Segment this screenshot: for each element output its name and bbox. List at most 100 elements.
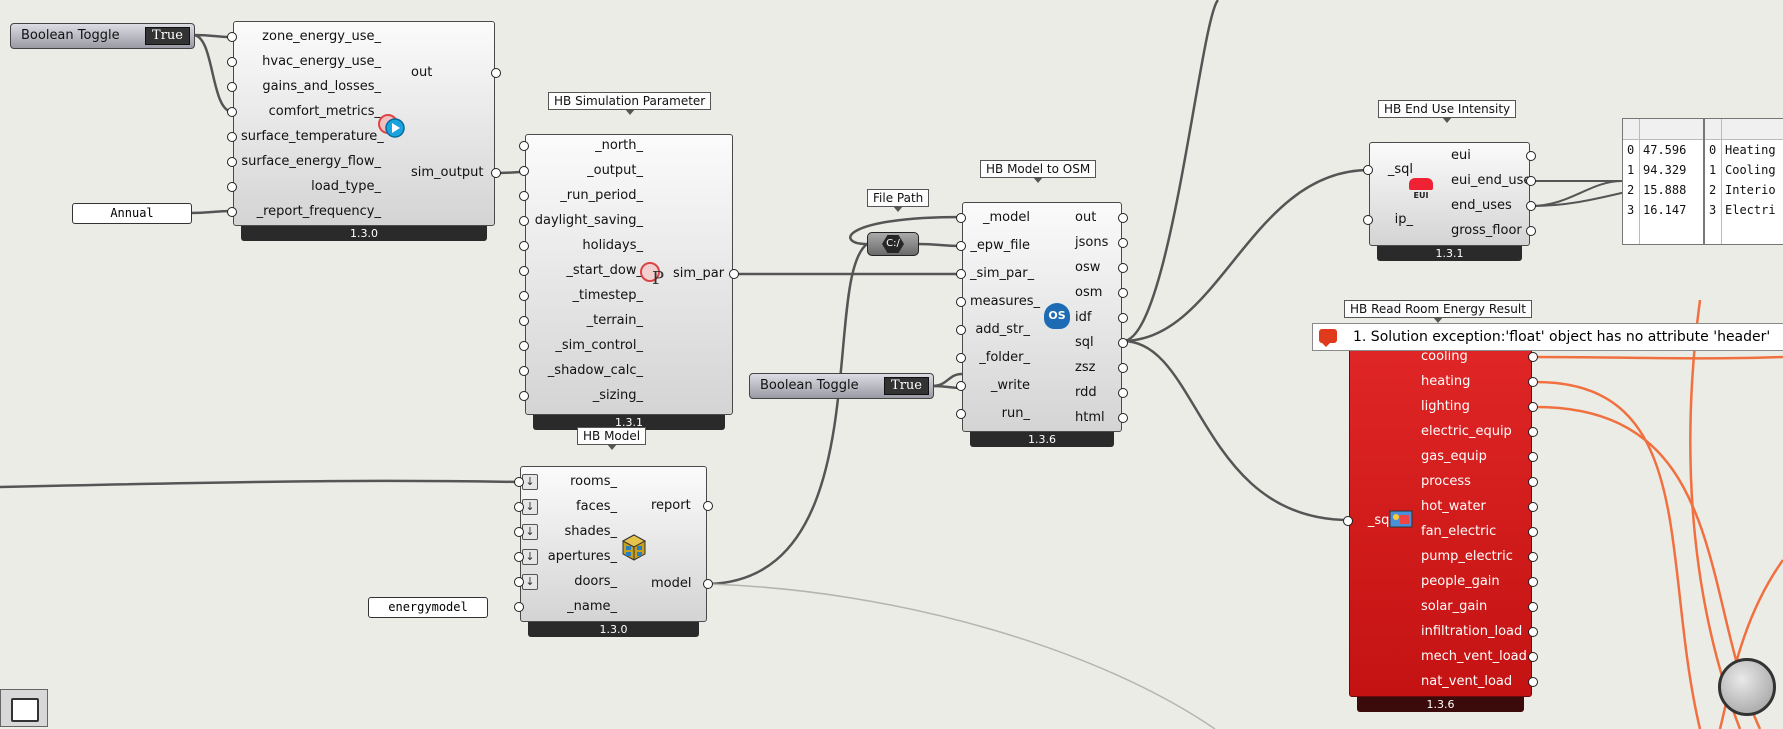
output-grip[interactable] [1526,201,1536,211]
input-grip[interactable] [956,241,966,251]
output-grip[interactable] [1118,338,1128,348]
output-grip[interactable] [1528,602,1538,612]
output-grip[interactable] [1118,238,1128,248]
model-name-panel[interactable]: energymodel [368,597,488,618]
output-grip[interactable] [491,168,501,178]
input-grip[interactable] [227,182,237,192]
input-grip[interactable] [1343,516,1353,526]
input-grip[interactable] [514,527,524,537]
input-param: _terrain_ [586,313,643,328]
input-grip[interactable] [956,325,966,335]
version-tag: 1.3.0 [528,622,699,637]
output-grip[interactable] [1528,527,1538,537]
error-tooltip: 1. Solution exception:'float' object has… [1312,323,1783,351]
input-grip[interactable] [227,207,237,217]
input-grip[interactable] [519,391,529,401]
output-grip[interactable] [1528,402,1538,412]
input-grip[interactable] [956,213,966,223]
output-param: people_gain [1421,574,1500,589]
panel-lock-icon[interactable] [0,689,48,727]
file-path-param[interactable]: C:/ [867,232,919,256]
input-grip[interactable] [956,381,966,391]
output-grip[interactable] [491,68,501,78]
hb-simulation-parameter-component[interactable]: P _north__output__run_period_daylight_sa… [519,134,739,415]
output-grip[interactable] [1526,151,1536,161]
input-grip[interactable] [227,107,237,117]
toggle-value[interactable]: True [145,27,190,45]
output-grip[interactable] [1118,313,1128,323]
output-grip[interactable] [1528,377,1538,387]
input-grip[interactable] [519,291,529,301]
input-grip[interactable] [519,266,529,276]
output-grip[interactable] [1526,226,1536,236]
input-grip[interactable] [956,269,966,279]
hb-model-component[interactable]: rooms_↓faces_↓shades_↓apertures_↓doors_↓… [514,466,713,622]
output-grip[interactable] [703,501,713,511]
input-grip[interactable] [519,341,529,351]
input-grip[interactable] [1363,165,1373,175]
input-grip[interactable] [227,157,237,167]
input-param: _timestep_ [572,288,644,303]
output-grip[interactable] [1118,213,1128,223]
input-grip[interactable] [227,57,237,67]
toggle-value[interactable]: True [884,377,929,395]
output-grip[interactable] [729,269,739,279]
input-grip[interactable] [227,132,237,142]
input-grip[interactable] [519,316,529,326]
input-grip[interactable] [514,577,524,587]
output-grip[interactable] [1528,477,1538,487]
input-grip[interactable] [956,297,966,307]
input-grip[interactable] [519,241,529,251]
hb-simulation-output-component[interactable]: zone_energy_use_hvac_energy_use_gains_an… [227,21,501,226]
input-param: _epw_file [970,238,1030,253]
output-grip[interactable] [1528,352,1538,362]
panel-value: Annual [110,206,154,220]
boolean-toggle[interactable]: Boolean Toggle True [10,23,195,49]
input-grip[interactable] [514,502,524,512]
output-grip[interactable] [1118,388,1128,398]
wire [1532,355,1783,360]
output-grip[interactable] [1118,413,1128,423]
input-grip[interactable] [519,216,529,226]
input-grip[interactable] [519,141,529,151]
report-frequency-panel[interactable]: Annual [72,203,192,224]
input-grip[interactable] [1363,215,1373,225]
output-param: eui [1451,148,1471,163]
output-grip[interactable] [1528,652,1538,662]
input-grip[interactable] [514,477,524,487]
input-param: shades_ [564,524,617,539]
input-grip[interactable] [956,409,966,419]
output-grip[interactable] [1528,552,1538,562]
output-param: report [651,498,691,513]
boolean-toggle[interactable]: Boolean Toggle True [749,373,934,399]
output-grip[interactable] [1528,502,1538,512]
output-grip[interactable] [1528,577,1538,587]
input-grip[interactable] [227,32,237,42]
version-tag: 1.3.0 [241,226,487,241]
output-grip[interactable] [1118,363,1128,373]
input-grip[interactable] [519,191,529,201]
input-param: gains_and_losses_ [262,79,381,94]
output-grip[interactable] [1528,627,1538,637]
input-grip[interactable] [514,552,524,562]
input-grip[interactable] [519,166,529,176]
input-grip[interactable] [514,602,524,612]
wire [849,215,963,246]
output-grip[interactable] [1526,176,1536,186]
output-grip[interactable] [1528,452,1538,462]
hb-model-to-osm-component[interactable]: OS _model_epw_file_sim_par_measures_add_… [956,202,1128,432]
output-grip[interactable] [1528,427,1538,437]
output-grip[interactable] [1528,677,1538,687]
navigation-dial-icon[interactable] [1718,658,1776,716]
output-grip[interactable] [1118,288,1128,298]
output-grip[interactable] [703,579,713,589]
output-grip[interactable] [1118,263,1128,273]
input-grip[interactable] [519,366,529,376]
input-grip[interactable] [227,82,237,92]
input-grip[interactable] [956,353,966,363]
